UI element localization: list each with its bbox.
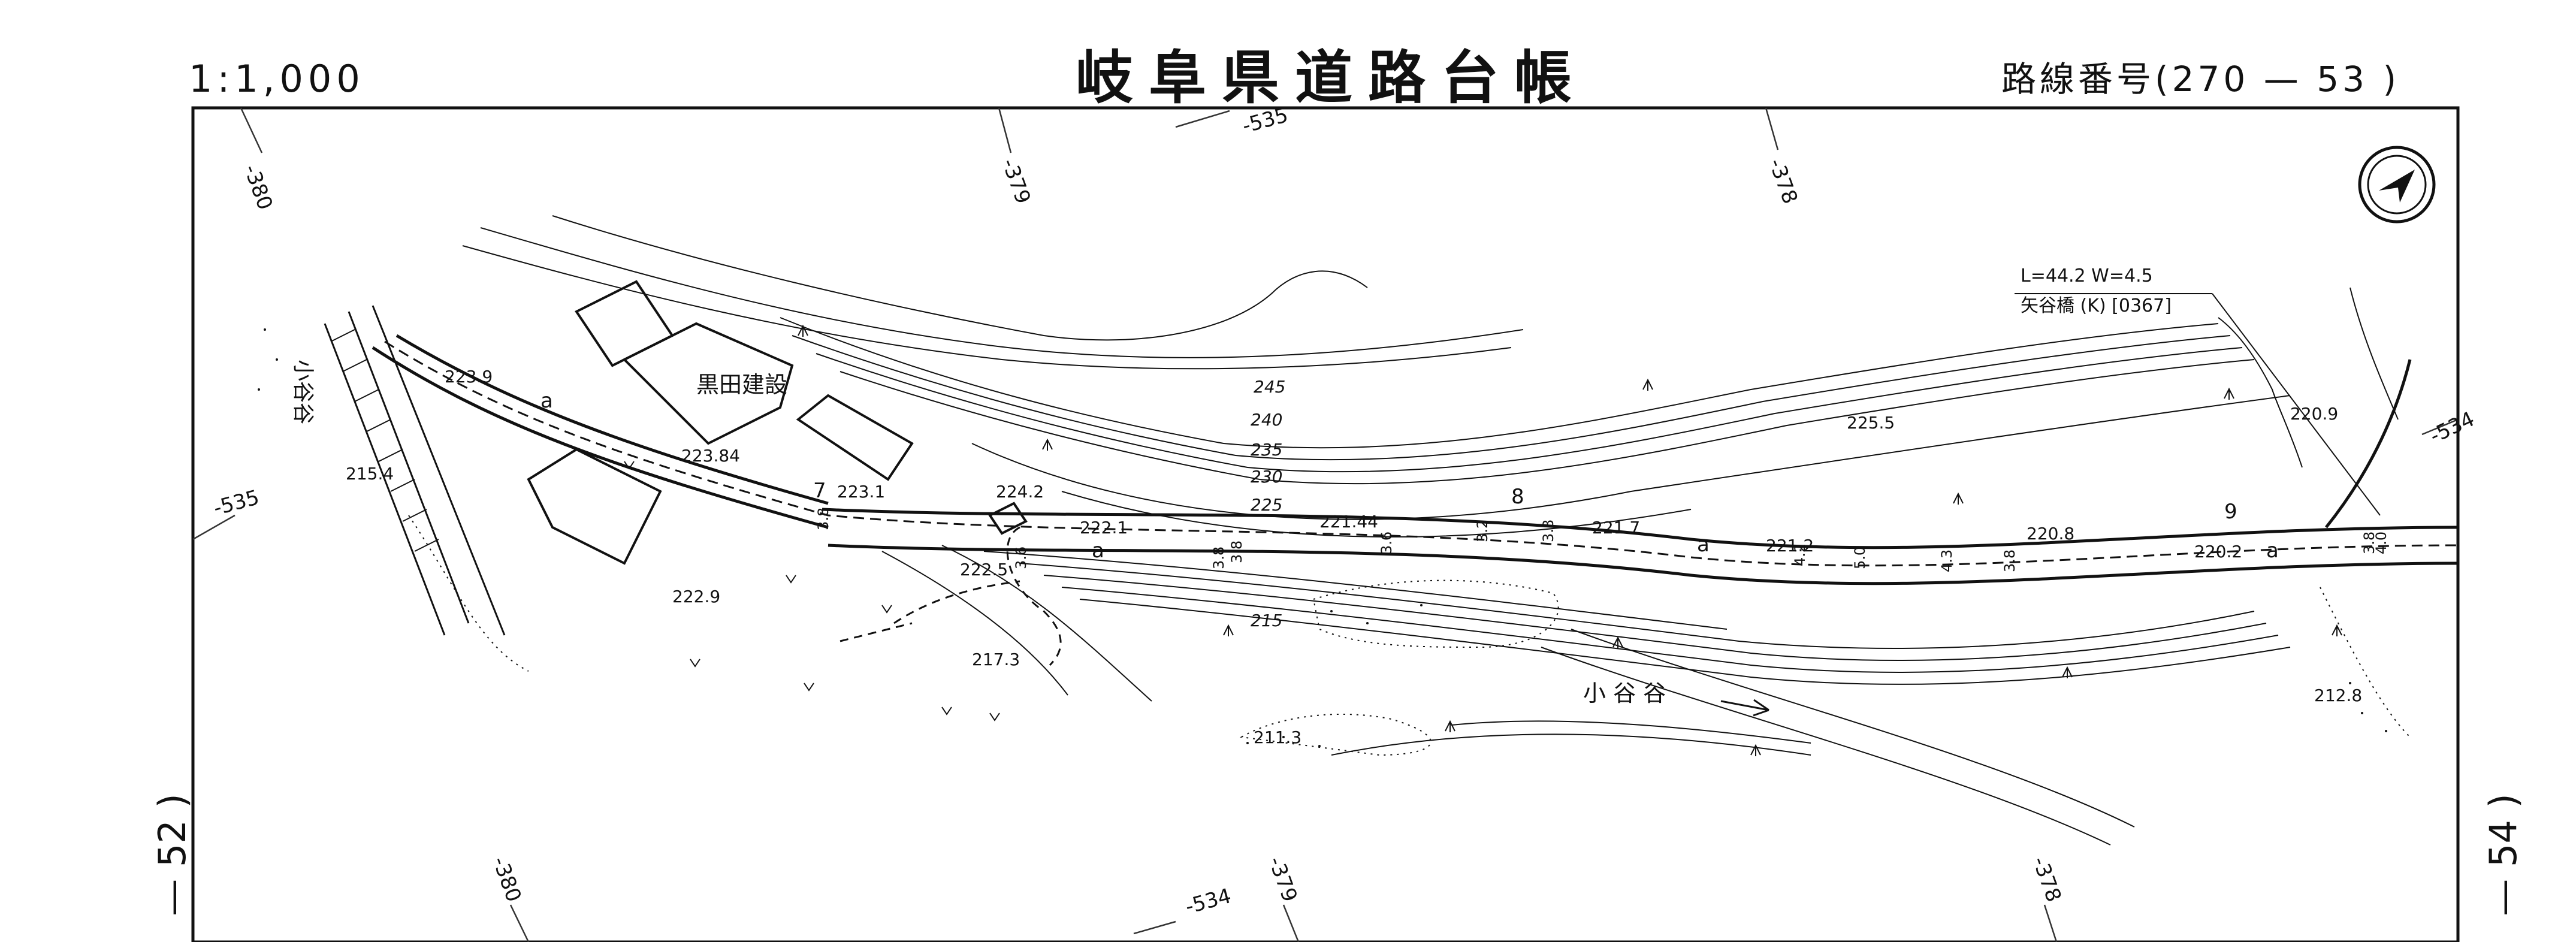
building-kuroda bbox=[622, 322, 794, 445]
north-arrow-icon bbox=[2358, 146, 2436, 224]
contour-label-2: 240 bbox=[1251, 410, 1282, 430]
elevation-labels: 223.9 215.4 223.84 223.1 224.2 222.1 221… bbox=[346, 367, 2362, 747]
page-title: 岐阜県道路台帳 bbox=[1076, 44, 1587, 111]
contour-label-4: 230 bbox=[1251, 467, 1282, 487]
contour-label-5: 225 bbox=[1251, 495, 1282, 515]
road-edges bbox=[372, 324, 2460, 707]
bridge-dimensions: L=44.2 W=4.5 bbox=[2021, 265, 2153, 286]
station-7: 7 bbox=[813, 479, 826, 503]
adjacent-sheet-right: — 54 ) bbox=[2481, 793, 2525, 916]
road-map: -380 -379 -535 -378 -535 -534 -380 -379 … bbox=[191, 103, 2478, 942]
elevation-7: 221.44 bbox=[1319, 512, 1378, 532]
map-frame bbox=[191, 106, 2460, 942]
bridge-leader bbox=[2015, 293, 2381, 516]
elevation-15: 222.9 bbox=[672, 587, 720, 606]
marker-a-2: a bbox=[1092, 539, 1104, 563]
elevation-8: 221.7 bbox=[1592, 518, 1640, 538]
road-width-10: 4.3 bbox=[1938, 550, 1955, 572]
contour-label-6: 215 bbox=[1251, 611, 1282, 630]
elevation-6: 222.1 bbox=[1080, 518, 1128, 538]
elevation-2: 215.4 bbox=[346, 464, 394, 484]
contour-label-1: 245 bbox=[1254, 377, 1285, 397]
elevation-1: 223.9 bbox=[445, 367, 493, 387]
road-width-labels: 3.8 3.6 3.8 3.8 3.6 3.2 3.8 4.2 5.0 4.3 … bbox=[815, 508, 2390, 572]
elevation-10: 220.8 bbox=[2027, 524, 2074, 544]
vegetation-boundaries bbox=[408, 515, 2411, 756]
road-width-3: 3.8 bbox=[1210, 547, 1227, 569]
road-width-8: 4.2 bbox=[1792, 544, 1808, 566]
building-company-label: 黒田建設 bbox=[696, 372, 787, 398]
contour-label-3: 235 bbox=[1251, 440, 1282, 460]
bridge-name: 矢谷橋 (K) [0367] bbox=[2021, 295, 2172, 316]
contour-lines bbox=[462, 215, 2399, 846]
marker-a-4: a bbox=[2266, 539, 2279, 563]
elevation-18: 212.8 bbox=[2314, 686, 2362, 705]
elevation-16: 217.3 bbox=[972, 650, 1020, 669]
road-width-13: 4.0 bbox=[2373, 532, 2390, 554]
dot-texture bbox=[258, 328, 2387, 747]
elevation-3: 223.84 bbox=[681, 446, 740, 466]
road-width-7: 3.8 bbox=[1540, 520, 1557, 542]
elevation-17: 211.3 bbox=[1254, 727, 1301, 747]
road-width-2: 3.6 bbox=[1013, 547, 1029, 569]
broadleaf-symbols bbox=[798, 324, 2342, 756]
building-small bbox=[988, 502, 1028, 535]
elevation-13: 220.9 bbox=[2290, 404, 2338, 424]
buildings-outline bbox=[527, 280, 1028, 565]
station-markers: 7 8 9 a a a a bbox=[540, 389, 2279, 563]
map-scale: 1:1,000 bbox=[189, 57, 365, 101]
river-flow-arrow-icon bbox=[1720, 699, 1769, 717]
elevation-9: 221.2 bbox=[1766, 536, 1814, 555]
road-width-4: 3.8 bbox=[1228, 541, 1245, 563]
elevation-12: 225.5 bbox=[1847, 413, 1895, 433]
dashed-boundaries bbox=[839, 526, 1062, 666]
adjacent-sheet-left: — 52 ) bbox=[150, 793, 194, 916]
road-width-12: 3.8 bbox=[2361, 532, 2378, 554]
marker-a-3: a bbox=[1697, 533, 1710, 557]
river-name-upper: 小谷谷 bbox=[291, 360, 315, 424]
grass-symbols bbox=[624, 461, 1000, 721]
building-4 bbox=[527, 448, 662, 565]
station-8: 8 bbox=[1511, 485, 1524, 509]
road-width-1: 3.8 bbox=[815, 508, 832, 530]
railway-ties bbox=[330, 329, 439, 552]
river-name-lower: 小 谷 谷 bbox=[1583, 680, 1666, 707]
road-width-11: 3.8 bbox=[2001, 550, 2018, 572]
route-number: 路線番号(270 — 53 ) bbox=[2001, 59, 2400, 99]
road-width-9: 5.0 bbox=[1852, 547, 1868, 569]
grid-ticks bbox=[192, 107, 2459, 942]
road-centerline bbox=[384, 340, 2459, 567]
railway bbox=[324, 305, 506, 636]
station-9: 9 bbox=[2224, 500, 2237, 524]
contour-labels: 245 240 235 230 225 215 bbox=[1251, 377, 1285, 630]
road-width-5: 3.6 bbox=[1378, 532, 1395, 554]
elevation-4: 223.1 bbox=[837, 482, 885, 502]
marker-a-1: a bbox=[540, 389, 553, 413]
elevation-14: 222.5 bbox=[960, 560, 1008, 579]
elevation-5: 224.2 bbox=[996, 482, 1044, 502]
elevation-11: 220.2 bbox=[2194, 542, 2242, 561]
building-3 bbox=[796, 394, 914, 481]
road-width-6: 3.2 bbox=[1474, 520, 1491, 542]
